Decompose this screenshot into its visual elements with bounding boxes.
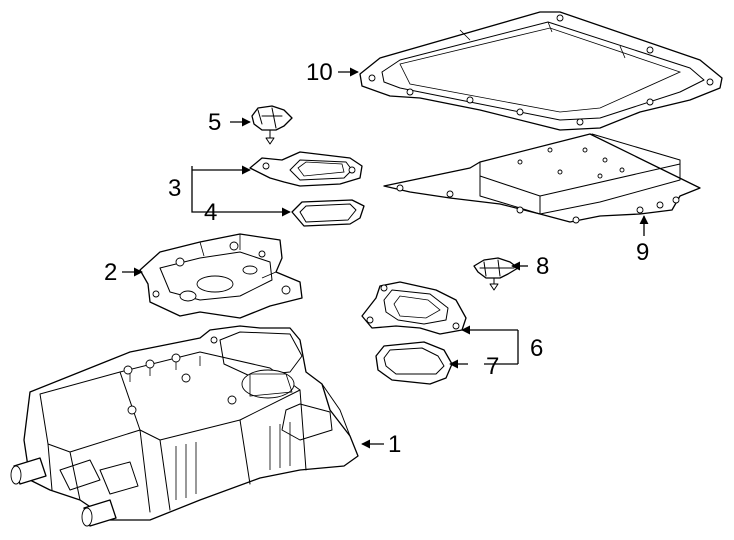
part-2-plate[interactable] xyxy=(139,233,303,319)
leader-lines xyxy=(122,67,649,449)
callout-10: 10 xyxy=(306,59,333,86)
part-3-seal-holder[interactable] xyxy=(249,151,363,187)
callout-3: 3 xyxy=(168,175,181,202)
part-8-clip[interactable] xyxy=(473,257,519,291)
callout-9: 9 xyxy=(636,239,649,266)
callout-2: 2 xyxy=(104,259,117,286)
part-9-bracket[interactable] xyxy=(383,133,701,224)
part-10-cover[interactable] xyxy=(359,11,723,131)
part-4-gasket[interactable] xyxy=(291,199,365,227)
callout-8: 8 xyxy=(536,253,549,280)
callout-7: 7 xyxy=(486,353,499,380)
part-7-gasket[interactable] xyxy=(375,341,453,385)
callout-1: 1 xyxy=(388,431,401,458)
part-5-clip[interactable] xyxy=(251,105,293,145)
callout-5: 5 xyxy=(208,109,221,136)
callout-6: 6 xyxy=(530,335,543,362)
callout-4: 4 xyxy=(204,199,217,226)
part-6-seal-bracket[interactable] xyxy=(361,281,467,335)
part-1-housing[interactable] xyxy=(10,325,359,527)
